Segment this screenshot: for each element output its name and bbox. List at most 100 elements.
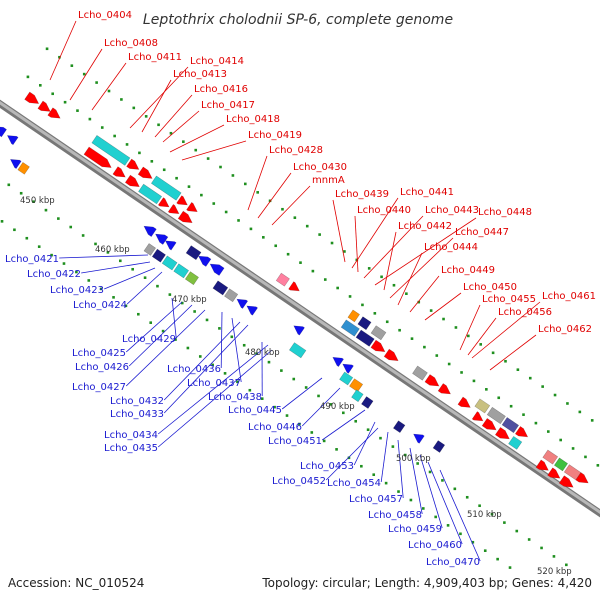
leader-line-bottom bbox=[427, 461, 463, 545]
tick-dot bbox=[515, 529, 519, 533]
tick-dot bbox=[534, 421, 538, 425]
reverse-gene bbox=[224, 288, 239, 303]
reverse-gene-shape bbox=[246, 305, 258, 316]
gene-label-top: Lcho_0408 bbox=[104, 38, 158, 49]
reverse-gene-shape bbox=[361, 396, 374, 409]
tick-dot bbox=[305, 224, 309, 228]
tick-dot bbox=[81, 234, 85, 237]
tick-dot bbox=[465, 495, 469, 499]
reverse-gene bbox=[351, 389, 364, 403]
tick-dot bbox=[143, 276, 147, 280]
forward-gene bbox=[157, 197, 170, 208]
tick-dot bbox=[39, 84, 42, 87]
forward-gene bbox=[383, 348, 399, 361]
leader-line-bottom bbox=[157, 344, 269, 435]
reverse-gene-shape bbox=[351, 389, 364, 403]
reverse-gene-shape bbox=[198, 255, 212, 267]
reverse-gene bbox=[332, 356, 344, 367]
tick-dot bbox=[95, 81, 98, 84]
tick-dot bbox=[107, 89, 111, 93]
reverse-gene bbox=[339, 371, 354, 386]
tick-dot bbox=[360, 464, 363, 468]
tick-dot bbox=[596, 464, 600, 467]
reverse-gene bbox=[155, 233, 169, 245]
kbp-mark: 520 kbp bbox=[537, 567, 572, 577]
leader-line-bottom bbox=[128, 304, 193, 367]
kbp-mark: 480 kbp bbox=[245, 348, 280, 358]
forward-gene bbox=[83, 146, 112, 168]
tick-dot bbox=[483, 549, 487, 552]
tick-dot bbox=[94, 242, 97, 246]
forward-gene-shape bbox=[47, 107, 61, 119]
tick-dot bbox=[63, 100, 67, 104]
gene-label-bottom: Lcho_0435 bbox=[104, 443, 158, 454]
tick-dot bbox=[0, 220, 4, 223]
tick-dot bbox=[453, 487, 457, 491]
tick-dot bbox=[249, 227, 253, 231]
leader-line-top bbox=[471, 301, 541, 359]
tick-dot bbox=[100, 126, 104, 129]
tick-dot bbox=[516, 368, 520, 371]
reverse-gene-shape bbox=[392, 420, 406, 434]
tick-dot bbox=[559, 438, 562, 442]
forward-gene bbox=[91, 135, 131, 166]
forward-gene-shape bbox=[486, 406, 506, 425]
forward-gene bbox=[575, 472, 589, 484]
gene-label-top: Lcho_0430 bbox=[293, 162, 347, 173]
tick-dot bbox=[590, 419, 594, 422]
forward-gene-shape bbox=[126, 158, 140, 170]
tick-dot bbox=[373, 312, 377, 315]
tick-dot bbox=[212, 202, 216, 205]
tick-dot bbox=[355, 258, 359, 262]
tick-dot bbox=[137, 312, 140, 316]
forward-gene bbox=[167, 204, 180, 215]
gene-label-bottom: Lcho_0459 bbox=[388, 524, 442, 535]
gene-label-top: Lcho_0450 bbox=[463, 282, 517, 293]
leader-line-bottom bbox=[125, 309, 206, 387]
tick-dot bbox=[285, 414, 289, 417]
tick-dot bbox=[7, 183, 11, 187]
forward-gene-shape bbox=[37, 100, 51, 112]
tick-dot bbox=[299, 261, 302, 264]
tick-dot bbox=[311, 269, 315, 273]
leader-line-top bbox=[141, 79, 172, 133]
tick-dot bbox=[343, 250, 346, 253]
tick-dot bbox=[446, 524, 450, 527]
tick-dot bbox=[485, 388, 488, 391]
leader-line-bottom bbox=[321, 409, 366, 441]
tick-dot bbox=[76, 109, 79, 112]
forward-gene-shape bbox=[177, 210, 193, 224]
forward-gene-shape bbox=[501, 417, 520, 434]
tick-dot bbox=[169, 131, 173, 135]
leader-line-top bbox=[49, 20, 77, 81]
tick-dot bbox=[367, 267, 371, 270]
forward-gene-shape bbox=[288, 281, 300, 292]
tick-dot bbox=[161, 329, 165, 333]
tick-dot bbox=[460, 371, 463, 374]
kbp-mark: 490 kbp bbox=[320, 402, 355, 412]
tick-dot bbox=[144, 115, 148, 118]
tick-dot bbox=[236, 380, 239, 384]
leader-line-top bbox=[351, 197, 399, 269]
leader-line-bottom bbox=[81, 261, 151, 274]
gene-label-bottom: Lcho_0453 bbox=[300, 461, 354, 472]
forward-gene-shape bbox=[340, 319, 360, 337]
leader-line-top bbox=[271, 185, 311, 226]
kbp-mark: 460 kbp bbox=[95, 245, 130, 255]
tick-dot bbox=[429, 309, 433, 312]
leader-lines bbox=[49, 20, 541, 562]
tick-dot bbox=[218, 327, 221, 330]
forward-gene-shape bbox=[494, 426, 510, 440]
forward-gene-shape bbox=[457, 396, 471, 408]
gene-label-top: Lcho_0439 bbox=[335, 189, 389, 200]
leader-line-bottom bbox=[353, 421, 376, 466]
forward-gene bbox=[424, 374, 440, 387]
gene-label-top: Lcho_0448 bbox=[478, 207, 532, 218]
gene-label-bottom: Lcho_0423 bbox=[50, 285, 104, 296]
forward-gene-shape bbox=[383, 348, 399, 361]
tick-dot bbox=[403, 453, 407, 457]
tick-dot bbox=[398, 328, 401, 332]
gene-label-top: Lcho_0449 bbox=[441, 265, 495, 276]
